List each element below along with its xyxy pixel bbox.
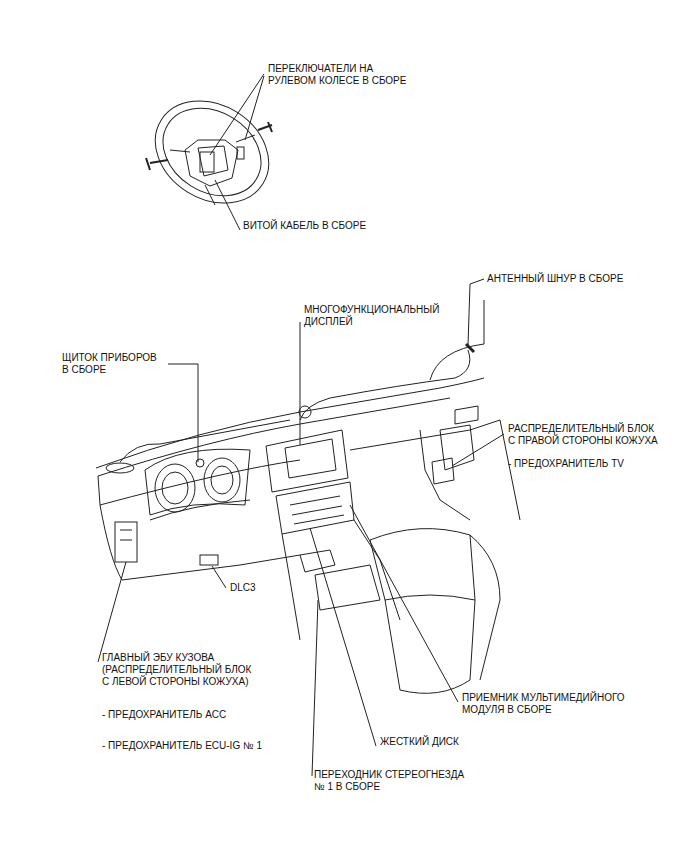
part-label: ЩИТОК ПРИБОРОВ В СБОРЕ: [62, 352, 159, 376]
part-label: - ПРЕДОХРАНИТЕЛЬ ECU-IG № 1: [102, 740, 262, 752]
part-label: ГЛАВНЫЙ ЭБУ КУЗОВА (РАСПРЕДЕЛИТЕЛЬНЫЙ БЛ…: [102, 652, 254, 688]
dashboard: [96, 300, 520, 693]
part-label: МНОГОФУНКЦИОНАЛЬНЫЙ ДИСПЛЕЙ: [304, 304, 316, 328]
part-label: ПЕРЕХОДНИК СТЕРЕОГНЕЗДА № 1 В СБОРЕ: [314, 769, 465, 793]
part-label: DLC3: [230, 582, 256, 594]
part-label: - ПРЕДОХРАНИТЕЛЬ ACC: [102, 709, 226, 721]
part-label: ЖЕСТКИЙ ДИСК: [380, 736, 459, 748]
part-label: АНТЕННЫЙ ШНУР В СБОРЕ: [487, 273, 623, 285]
part-label: ПЕРЕКЛЮЧАТЕЛИ НА РУЛЕВОМ КОЛЕСЕ В СБОРЕ: [268, 63, 409, 87]
part-label: ВИТОЙ КАБЕЛЬ В СБОРЕ: [243, 220, 366, 232]
part-label: РАСПРЕДЕЛИТЕЛЬНЫЙ БЛОК С ПРАВОЙ СТОРОНЫ …: [508, 423, 660, 447]
part-label: ПРИЕМНИК МУЛЬТИМЕДИЙНОГО МОДУЛЯ В СБОРЕ: [462, 692, 627, 716]
part-label: - ПРЕДОХРАНИТЕЛЬ TV: [508, 458, 624, 470]
leader-lines: [98, 74, 504, 776]
